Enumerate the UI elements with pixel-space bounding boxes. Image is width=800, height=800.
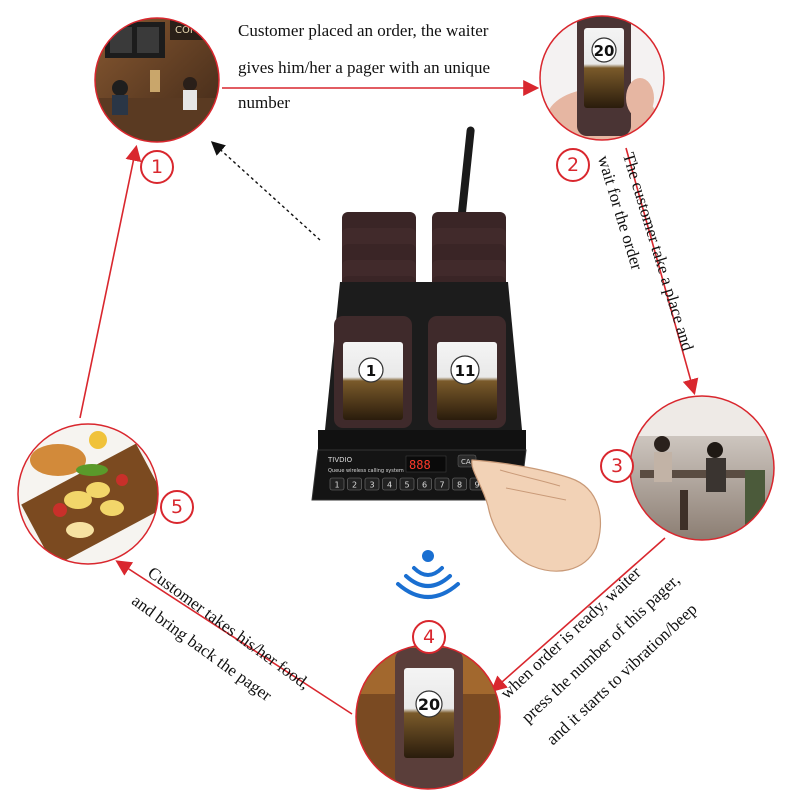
subtitle-label: Queue wireless calling system — [328, 468, 404, 474]
keypad-key-label: 7 — [439, 481, 444, 490]
front-pager-right: 11 — [428, 316, 506, 428]
keypad-key-3[interactable] — [364, 477, 380, 491]
scene-diners — [630, 396, 774, 540]
front-pager-left: 1 — [334, 316, 412, 428]
arrow-3-to-4 — [490, 537, 666, 693]
keypad-key-7[interactable] — [434, 477, 450, 491]
keypad-key-8[interactable] — [452, 477, 467, 491]
keypad-key-label: 9 — [474, 481, 479, 490]
step-3-badge: 3 — [600, 449, 634, 483]
antenna — [457, 126, 475, 223]
step-2-badge: 2 — [556, 148, 590, 182]
keypad-key-2[interactable] — [347, 477, 362, 491]
base-pager-right-number: 11 — [455, 362, 476, 380]
keypad-key-label: 1 — [334, 481, 339, 490]
keypad: 1 2 3 4 5 6 7 8 9 — [329, 477, 485, 491]
cycle-arrows — [79, 80, 699, 715]
keypad-key-label: 8 — [457, 481, 462, 490]
brand-label: TIVDIO — [327, 456, 353, 464]
scene-pager-in-hand: 20 — [540, 16, 664, 140]
pager-base-station: 1 11 TIVDIO Queue wireless calling syste… — [311, 126, 602, 572]
base-pager-left-number: 1 — [366, 362, 376, 380]
scene-cafe-counter: COFFEE — [95, 18, 219, 142]
pointing-hand — [471, 459, 602, 572]
step-1-line-2: gives him/her a pager with an unique — [238, 58, 491, 77]
step-4-badge: 4 — [412, 620, 446, 654]
keypad-key-label: 4 — [387, 481, 392, 490]
keypad-key-4[interactable] — [382, 477, 397, 491]
step-5-badge: 5 — [160, 490, 194, 524]
scene-pager-on-table: 20 — [356, 645, 500, 789]
scene-1-frame — [94, 17, 220, 143]
led-display: 888 — [409, 458, 431, 472]
arrow-2-to-3 — [625, 147, 699, 396]
keypad-key-1[interactable] — [329, 477, 345, 491]
keypad-key-label: 5 — [404, 481, 409, 490]
step-1-badge: 1 — [140, 150, 174, 184]
scene-2-frame — [539, 15, 665, 141]
scene-food-board — [18, 424, 158, 564]
keypad-key-5[interactable] — [399, 477, 415, 491]
step-1-line-1: Customer placed an order, the waiter — [238, 21, 489, 40]
cancel-key-label: CA — [461, 458, 471, 466]
keypad-key-label: 3 — [369, 481, 374, 490]
arrow-5-to-1 — [79, 144, 142, 419]
keypad-key-label: 2 — [352, 481, 357, 490]
keypad-key-label: 6 — [422, 481, 427, 490]
wireless-signal-icon — [396, 550, 460, 599]
step-1-line-3: number — [238, 93, 290, 112]
pager-4-number: 20 — [418, 695, 440, 714]
scene-5-frame — [17, 423, 159, 565]
keypad-key-6[interactable] — [417, 477, 432, 491]
pager-2-number: 20 — [594, 42, 615, 60]
arrow-4-to-5 — [115, 560, 353, 715]
arrow-device-to-1 — [210, 141, 321, 241]
